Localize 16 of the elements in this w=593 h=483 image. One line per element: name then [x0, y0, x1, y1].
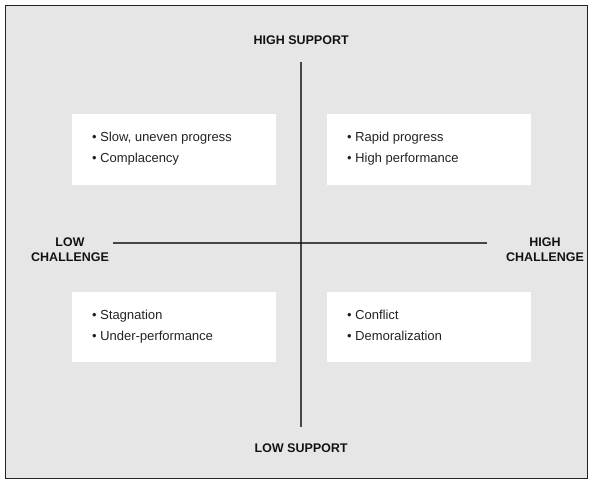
bullet-item: • Conflict — [347, 306, 400, 324]
axis-label: HIGH CHALLENGE — [506, 235, 584, 265]
axis-label: LOW SUPPORT — [254, 441, 348, 456]
bullet-item: • Slow, uneven progress — [92, 128, 233, 146]
quadrant-box — [327, 114, 531, 185]
axis-label: HIGH SUPPORT — [254, 33, 349, 48]
quadrant-box — [327, 292, 531, 362]
quadrant-box — [72, 292, 276, 362]
bullet-item: • Under-performance — [92, 327, 214, 345]
bullet-item: • Complacency — [92, 149, 180, 167]
quadrant-box — [72, 114, 276, 185]
bullet-item: • Demoralization — [347, 327, 443, 345]
axis-label: LOW CHALLENGE — [31, 235, 109, 265]
bullet-item: • Stagnation — [92, 306, 164, 324]
bullet-item: • High performance — [347, 149, 460, 167]
bullet-item: • Rapid progress — [347, 128, 444, 146]
